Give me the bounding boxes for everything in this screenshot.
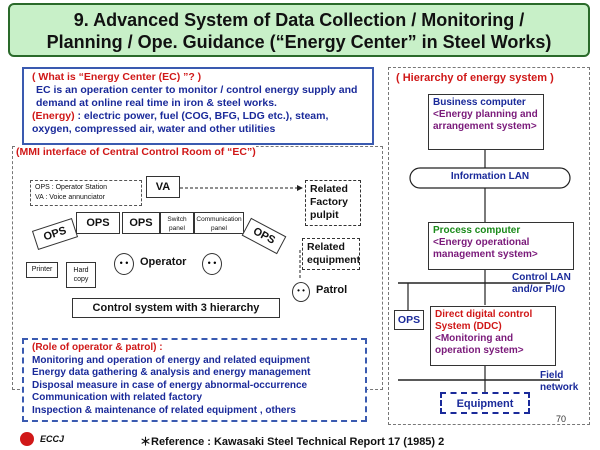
operator-figure-2-icon: • • xyxy=(202,253,222,275)
communication-panel: Communication panel xyxy=(194,212,244,234)
hierarchy-ops-box: OPS xyxy=(394,310,424,330)
field-network-label: Field network xyxy=(540,370,579,393)
eccj-logo-icon xyxy=(20,432,34,446)
ddc-title: Direct digital control System (DDC) xyxy=(435,309,533,332)
reference-text: ＊Reference : Kawasaki Steel Technical Re… xyxy=(140,436,445,448)
ops-mid-1: OPS xyxy=(76,212,120,234)
role-item: Inspection & maintenance of related equi… xyxy=(32,404,296,416)
hierarchy-title: ( Hierarchy of energy system ) xyxy=(396,72,554,84)
patrol-label: Patrol xyxy=(316,284,348,296)
role-heading: (Role of operator & patrol) : xyxy=(32,342,163,353)
business-computer-title: Business computer xyxy=(433,97,526,108)
process-computer-sub: <Energy operational management system> xyxy=(433,237,538,260)
printer-box: Printer xyxy=(26,262,58,278)
legend-ops: OPS : Operator Station xyxy=(35,184,107,191)
control-system-box: Control system with 3 hierarchy xyxy=(72,298,280,318)
ec-definition-box: ( What is “Energy Center (EC) ”? ) EC is… xyxy=(22,67,374,145)
hierarchy-region xyxy=(388,67,590,425)
related-equipment: Related equipment xyxy=(302,238,360,270)
ec-definition-heading: ( What is “Energy Center (EC) ”? ) xyxy=(32,71,202,83)
control-lan-label: Control LAN and/or PI/O xyxy=(512,272,571,295)
hard-copy-box: Hard copy xyxy=(66,262,96,288)
slide-title-line2: Planning / Ope. Guidance (“Energy Center… xyxy=(46,32,552,52)
business-computer-sub: <Energy planning and arrangement system> xyxy=(433,109,538,132)
voice-annunciator-box: VA xyxy=(146,176,180,198)
role-item: Energy data gathering & analysis and ene… xyxy=(32,367,311,378)
operator-label: Operator xyxy=(140,256,187,268)
information-lan-label: Information LAN xyxy=(450,171,530,182)
ddc-sub: <Monitoring and operation system> xyxy=(435,333,524,356)
operator-figure-1-icon: • • xyxy=(114,253,134,275)
ddc-box: Direct digital control System (DDC) <Mon… xyxy=(430,306,556,366)
slide-title-line1: 9. Advanced System of Data Collection / … xyxy=(73,10,525,30)
process-computer-box: Process computer <Energy operational man… xyxy=(428,222,574,270)
related-factory-pulpit: Related Factory pulpit xyxy=(305,180,361,226)
mmi-title: (MMI interface of Central Control Room o… xyxy=(16,146,256,158)
patrol-figure-icon: • • xyxy=(292,282,310,302)
energy-label: (Energy) xyxy=(32,110,75,122)
equipment-box: Equipment xyxy=(440,392,530,414)
eccj-logo-text: ECCJ xyxy=(40,434,65,444)
business-computer-box: Business computer <Energy planning and a… xyxy=(428,94,544,150)
legend-box: OPS : Operator Station VA : Voice annunc… xyxy=(30,180,142,206)
role-item: Monitoring and operation of energy and r… xyxy=(32,354,310,366)
legend-va: VA : Voice annunciator xyxy=(35,194,105,201)
role-item: Disposal measure in case of energy abnor… xyxy=(32,379,308,391)
energy-text: : electric power, fuel (COG, BFG, LDG et… xyxy=(32,110,329,135)
information-lan-capsule xyxy=(409,167,571,189)
ops-mid-2: OPS xyxy=(122,212,160,234)
role-item: Communication with related factory xyxy=(32,392,203,403)
switch-panel: Switch panel xyxy=(160,212,194,234)
slide-number: 70 xyxy=(556,414,567,424)
ec-definition-body: EC is an operation center to monitor / c… xyxy=(36,84,358,109)
role-box: (Role of operator & patrol) : Monitoring… xyxy=(22,338,367,422)
slide-title: 9. Advanced System of Data Collection / … xyxy=(8,3,590,57)
process-computer-title: Process computer xyxy=(433,225,521,236)
